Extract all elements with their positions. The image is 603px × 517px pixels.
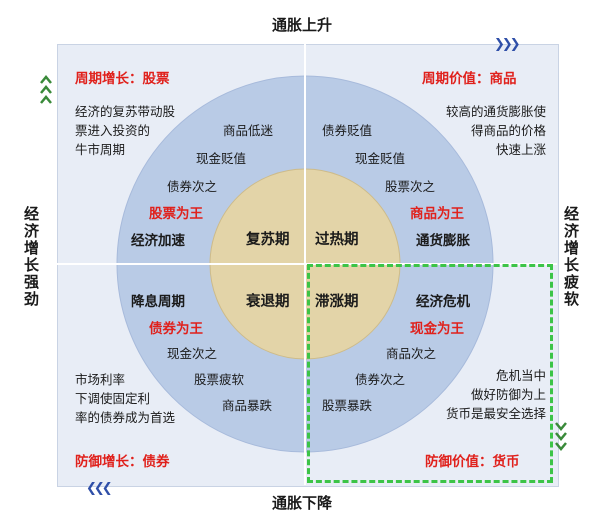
ring-item: 现金贬值 [355, 151, 406, 166]
king-label-bottom-left: 债券为王 [149, 321, 203, 337]
axis-bottom-label: 通胀下降 [272, 494, 333, 512]
ring-item: 债券贬值 [322, 123, 373, 138]
quadrant-text-top-right: 较高的通货膨胀使 得商品的价格 快速上涨 [445, 104, 546, 157]
arrow-right-icon: ❯❯❯ [494, 37, 521, 52]
ring-item: 商品低迷 [223, 123, 274, 138]
highlight-dashed-box [307, 264, 553, 483]
ring-item: 股票疲软 [194, 372, 245, 387]
quadrant-text-bottom-right: 危机当中 做好防御为上 货币是最安全选择 [445, 368, 546, 421]
axis-top-label: 通胀上升 [272, 16, 333, 34]
king-label-top-left: 股票为王 [149, 206, 203, 222]
arrow-left-icon: ❮❮❮ [86, 481, 113, 496]
center-phase-bottom-left: 衰退期 [246, 294, 290, 310]
phase-label-top-right: 通货膨胀 [416, 233, 470, 249]
center-phase-top-left: 复苏期 [246, 232, 290, 248]
ring-item: 债券次之 [355, 372, 406, 387]
axis-left-label: 经济增长强劲 [22, 206, 40, 308]
center-phase-bottom-right: 滞涨期 [315, 294, 359, 310]
quadrant-text-top-left: 经济的复苏带动股 票进入投资的 牛市周期 [75, 104, 176, 157]
ring-item: 股票暴跌 [322, 398, 373, 413]
center-phase-top-right: 过热期 [315, 232, 359, 248]
ring-item: 现金次之 [167, 346, 218, 361]
ring-item: 商品暴跌 [222, 398, 273, 413]
king-label-bottom-right: 现金为王 [410, 321, 464, 337]
quadrant-title-bottom-right: 防御价值：货币 [425, 454, 520, 470]
axis-right-label: 经济增长疲软 [562, 206, 580, 308]
king-label-top-right: 商品为王 [410, 206, 464, 222]
quadrant-title-bottom-left: 防御增长：债券 [75, 454, 170, 470]
arrow-up-icon [39, 72, 53, 108]
ring-item: 股票次之 [385, 179, 436, 194]
quadrant-title-top-right: 周期价值：商品 [422, 71, 517, 87]
ring-item: 现金贬值 [196, 151, 247, 166]
arrow-down-icon [554, 418, 568, 454]
phase-label-bottom-left: 降息周期 [131, 294, 185, 310]
ring-item: 债券次之 [167, 179, 218, 194]
quadrant-title-top-left: 周期增长：股票 [75, 71, 170, 87]
quadrant-text-bottom-left: 市场利率 下调使固定利 率的债券成为首选 [75, 372, 176, 425]
phase-label-top-left: 经济加速 [131, 233, 185, 249]
ring-item: 商品次之 [386, 346, 437, 361]
phase-label-bottom-right: 经济危机 [416, 294, 470, 310]
